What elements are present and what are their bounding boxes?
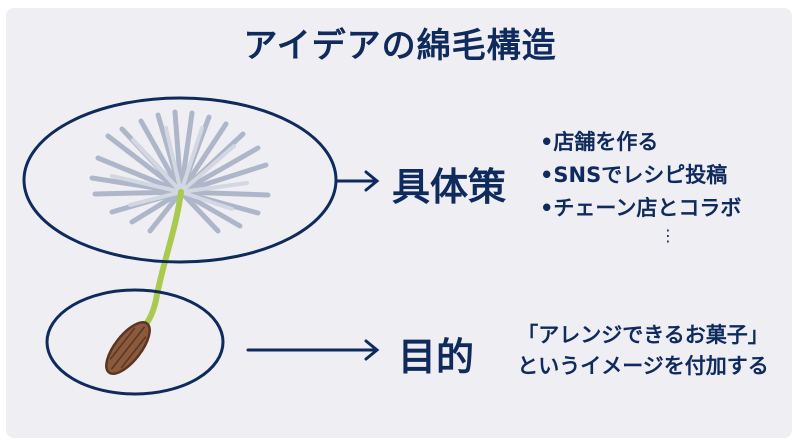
right-arrow-icon: [246, 339, 380, 361]
measure-list: •店舗を作る •SNSでレシピ投稿 •チェーン店とコラボ: [540, 126, 741, 225]
seed-body: [105, 321, 151, 375]
list-item: •店舗を作る: [540, 130, 659, 154]
more-indicator: ⋮: [660, 226, 676, 245]
list-item: •SNSでレシピ投稿: [540, 163, 728, 187]
purpose-line-2: というイメージを付加する: [517, 354, 769, 378]
background-panel: [6, 8, 792, 438]
page-title: アイデアの綿毛構造: [243, 26, 557, 66]
right-arrow-icon: [335, 170, 380, 192]
purpose-description: 「アレンジできるお菓子」 というイメージを付加する: [498, 320, 788, 382]
purpose-line-1: 「アレンジできるお菓子」: [517, 323, 769, 347]
dandelion-seed-illustration: [89, 109, 271, 375]
lower-label: 目的: [398, 335, 475, 379]
upper-label: 具体策: [392, 165, 507, 209]
lower-ellipse: [45, 288, 225, 396]
list-item: •チェーン店とコラボ: [540, 196, 742, 220]
pappus-fluff-light: [110, 126, 249, 211]
